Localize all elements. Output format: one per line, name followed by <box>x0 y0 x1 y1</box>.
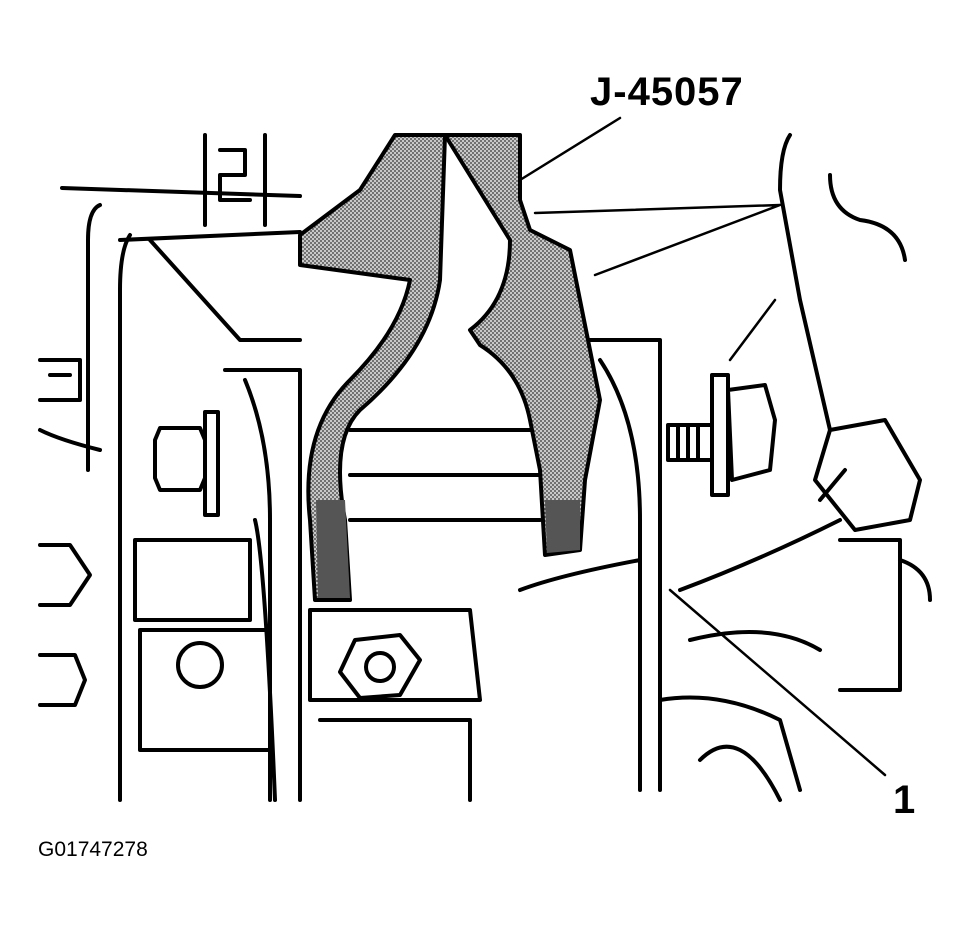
right-bolt-thread <box>666 423 714 462</box>
right-bolt-head <box>710 373 777 497</box>
left-bolt-flange <box>203 410 220 517</box>
item-1-leader-line <box>668 588 887 777</box>
right-bracket <box>838 538 932 692</box>
tool-leader-fan <box>533 203 782 362</box>
left-hex-nut <box>38 543 92 607</box>
bracket-outline <box>60 186 302 802</box>
center-arm <box>223 368 302 802</box>
shaft <box>348 428 542 522</box>
right-upper-contour <box>778 133 907 432</box>
tool-leader-line <box>518 116 622 182</box>
tool-jaw-tip-shadow <box>316 500 580 598</box>
harness-lines <box>658 518 842 802</box>
left-bolt-head <box>153 426 207 492</box>
left-bracket-hole <box>176 641 224 689</box>
center-nut-bore <box>364 651 396 683</box>
left-edge-part <box>38 358 102 452</box>
callout-number-1: 1 <box>893 778 916 822</box>
center-block <box>308 608 482 802</box>
mount-tab <box>203 133 267 227</box>
upper-frame <box>118 230 302 342</box>
tool-number-label: J-45057 <box>590 70 744 114</box>
center-hex-nut <box>338 633 422 700</box>
figure-id: G01747278 <box>38 838 148 861</box>
right-plate <box>518 338 662 792</box>
left-lower-nut <box>38 653 87 707</box>
tool-right-jaw <box>443 133 602 557</box>
tool-left-jaw <box>298 133 447 602</box>
connector <box>813 418 922 532</box>
